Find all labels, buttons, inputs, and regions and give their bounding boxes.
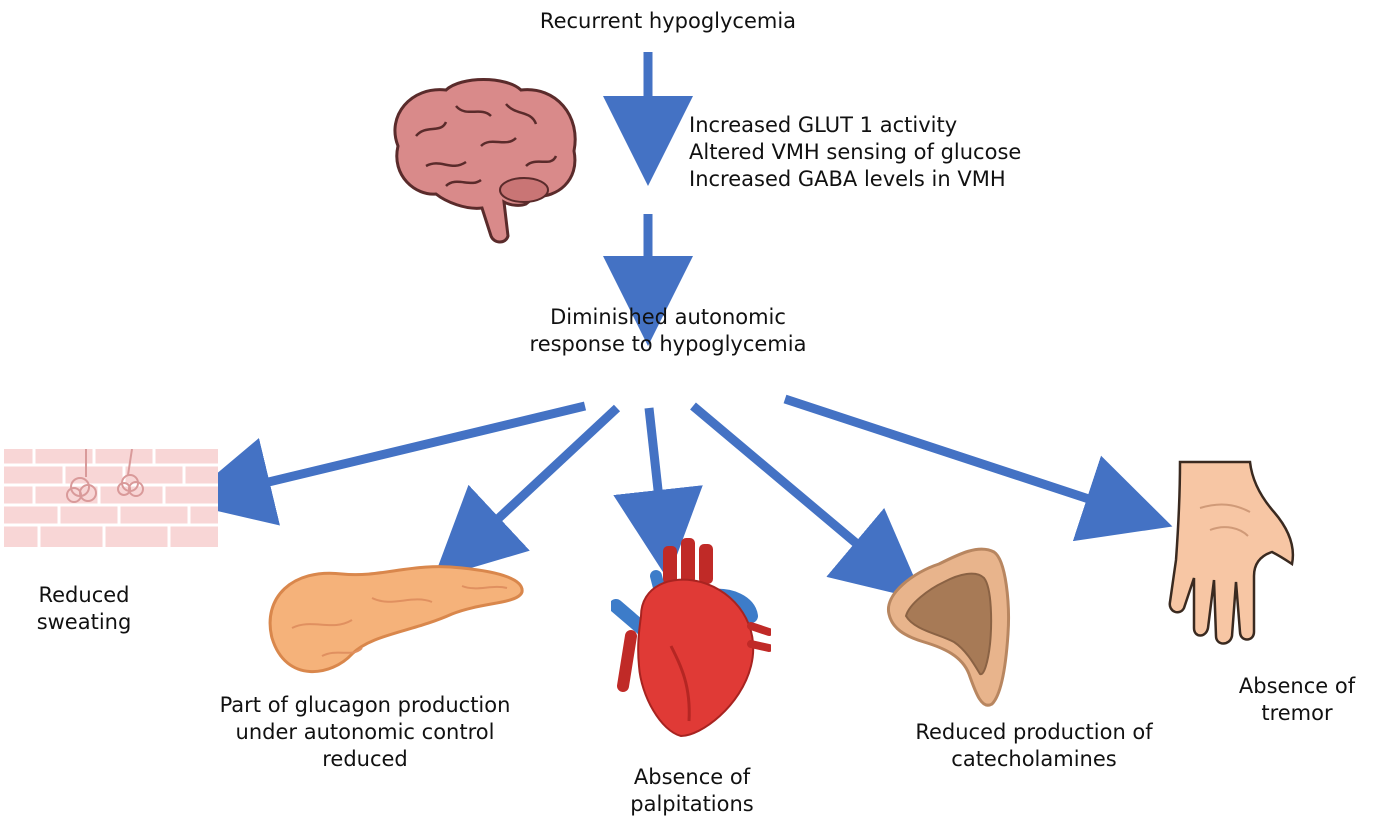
mechanism-gaba: Increased GABA levels in VMH	[689, 167, 1006, 191]
diminished-autonomic-response-label: Diminished autonomic response to hypogly…	[529, 305, 807, 356]
heart-icon	[611, 538, 771, 738]
glucagon-production-label: Part of glucagon production under autono…	[219, 693, 511, 771]
recurrent-hypoglycemia-label: Recurrent hypoglycemia	[539, 9, 797, 33]
arrow-to-hand	[783, 394, 1173, 542]
arrow-to-adrenal	[690, 402, 925, 601]
brain-icon	[393, 78, 577, 244]
mechanisms-list: Increased GLUT 1 activity Altered VMH se…	[689, 112, 1021, 193]
hand-icon	[1168, 460, 1295, 645]
absence-of-palpitations-label: Absence of palpitations	[630, 765, 754, 816]
arrow-to-pancreas	[433, 404, 621, 580]
adrenal-gland-icon	[887, 547, 1010, 707]
reduced-catecholamines-label: Reduced production of catecholamines	[915, 720, 1153, 771]
arrow-to-heart	[613, 407, 703, 580]
mechanism-glut1: Increased GLUT 1 activity	[689, 113, 958, 137]
absence-of-tremor-label: Absence of tremor	[1238, 674, 1356, 725]
skin-icon	[4, 449, 218, 547]
pancreas-icon	[268, 565, 524, 673]
reduced-sweating-label: Reduced sweating	[36, 583, 132, 634]
arrow-to-sweating	[181, 401, 587, 526]
mechanism-vmh-sensing: Altered VMH sensing of glucose	[689, 140, 1022, 164]
